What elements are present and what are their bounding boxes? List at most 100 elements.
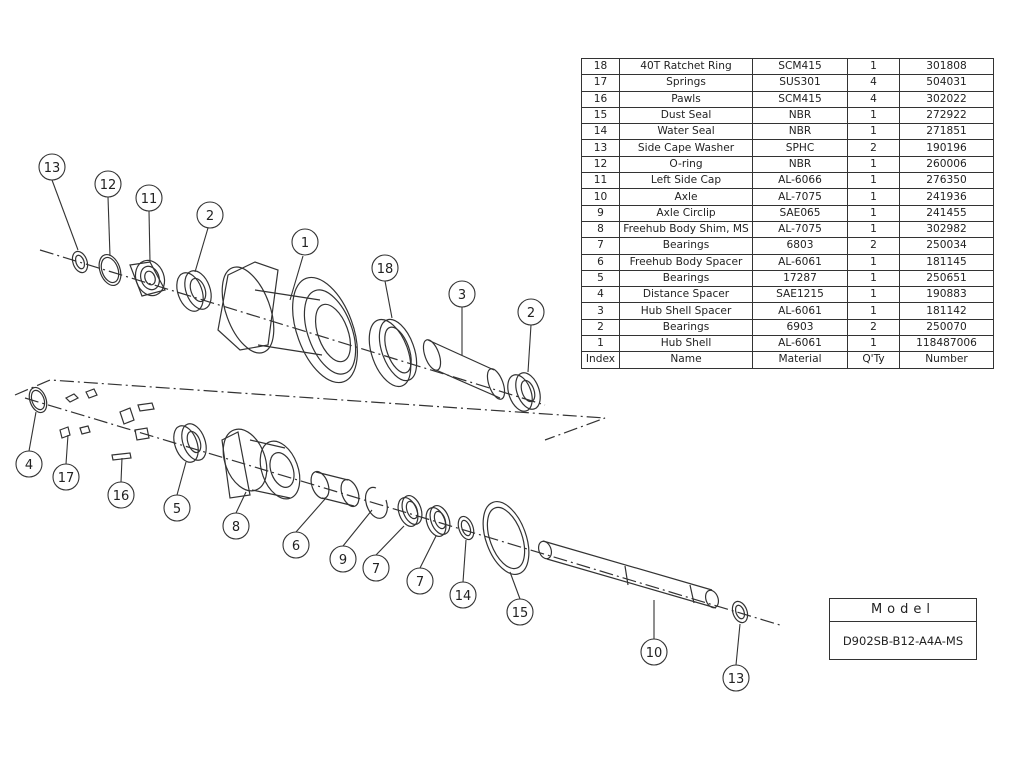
svg-text:7: 7 [416, 575, 424, 590]
svg-text:6: 6 [292, 539, 300, 554]
svg-text:16: 16 [113, 489, 130, 504]
svg-text:17: 17 [58, 471, 75, 486]
callout-8: 8 [222, 491, 250, 540]
cell-index: 17 [581, 74, 620, 92]
header-name: Name [619, 351, 753, 369]
cell-qty: 1 [847, 335, 900, 353]
cell-number: 504031 [899, 74, 994, 92]
cell-number: 272922 [899, 106, 994, 125]
cell-number: 271851 [899, 123, 994, 141]
cell-name: Freehub Body Shim, MS [619, 220, 753, 239]
cell-name: Left Side Cap [619, 172, 753, 190]
cell-material: SCM415 [752, 57, 848, 76]
cell-index: 8 [581, 220, 620, 239]
cell-qty: 1 [847, 123, 900, 141]
hub-shell-spacer [422, 339, 506, 400]
svg-text:5: 5 [173, 502, 181, 517]
cell-number: 250034 [899, 237, 994, 255]
cell-material: 6903 [752, 318, 848, 337]
cell-material: NBR [752, 155, 848, 174]
callout-7-left: 7 [362, 525, 405, 582]
side-cap-washer-left [71, 250, 89, 274]
callout-9: 9 [329, 509, 373, 573]
svg-text:15: 15 [512, 606, 529, 621]
cell-index: 6 [581, 253, 620, 271]
cell-qty: 1 [847, 302, 900, 320]
cell-material: AL-7075 [752, 188, 848, 206]
cell-qty: 2 [847, 139, 900, 157]
svg-text:13: 13 [728, 672, 745, 687]
header-number: Number [899, 351, 994, 369]
cell-material: AL-6061 [752, 302, 848, 320]
svg-text:13: 13 [44, 161, 61, 176]
cell-name: Distance Spacer [619, 286, 753, 304]
cell-index: 5 [581, 269, 620, 288]
cell-name: Axle [619, 188, 753, 206]
cell-qty: 1 [847, 286, 900, 304]
cell-number: 181145 [899, 253, 994, 271]
cell-name: Hub Shell Spacer [619, 302, 753, 320]
cell-qty: 4 [847, 90, 900, 108]
axle [537, 540, 720, 609]
svg-text:3: 3 [458, 288, 466, 303]
callout-15: 15 [506, 571, 534, 626]
cell-index: 10 [581, 188, 620, 206]
callout-10: 10 [640, 600, 668, 666]
cell-name: Springs [619, 74, 753, 92]
callout-3: 3 [448, 280, 476, 355]
springs [59, 388, 98, 439]
svg-text:2: 2 [206, 209, 214, 224]
cell-material: SPHC [752, 139, 848, 157]
cell-index: 1 [581, 335, 620, 353]
bearing-7-right [425, 504, 451, 538]
cell-material: NBR [752, 106, 848, 125]
cell-number: 302022 [899, 90, 994, 108]
callout-13-lower: 13 [722, 623, 750, 692]
cell-number: 250651 [899, 269, 994, 288]
cell-index: 12 [581, 155, 620, 174]
side-cap-washer-right [731, 600, 749, 624]
svg-text:9: 9 [339, 553, 347, 568]
cell-name: Bearings [619, 237, 753, 255]
callout-12: 12 [94, 170, 122, 257]
cell-name: Water Seal [619, 123, 753, 141]
distance-spacer [28, 386, 48, 414]
cell-material: 17287 [752, 269, 848, 288]
cell-qty: 1 [847, 253, 900, 271]
hub-shell [217, 261, 358, 384]
cell-material: AL-6061 [752, 335, 848, 353]
callout-17: 17 [52, 434, 80, 491]
callout-4: 4 [15, 411, 43, 478]
cell-material: SAE1215 [752, 286, 848, 304]
cell-name: Pawls [619, 90, 753, 108]
cell-qty: 1 [847, 172, 900, 190]
cell-material: AL-7075 [752, 220, 848, 239]
svg-text:14: 14 [455, 589, 472, 604]
water-seal [457, 515, 475, 541]
cell-qty: 1 [847, 269, 900, 288]
upper-axis-line [39, 249, 546, 406]
cell-qty: 1 [847, 57, 900, 76]
cell-name: Bearings [619, 269, 753, 288]
cell-material: NBR [752, 123, 848, 141]
model-number: D902SB-B12-A4A-MS [842, 634, 964, 648]
bearing-upper-left [176, 270, 212, 312]
svg-text:4: 4 [25, 458, 33, 473]
cell-index: 18 [581, 57, 620, 76]
cell-number: 241455 [899, 204, 994, 222]
bearing-7-left [397, 494, 423, 528]
callout-1: 1 [289, 228, 319, 301]
cell-name: O-ring [619, 155, 753, 174]
assembly-bracket-line [14, 379, 606, 441]
